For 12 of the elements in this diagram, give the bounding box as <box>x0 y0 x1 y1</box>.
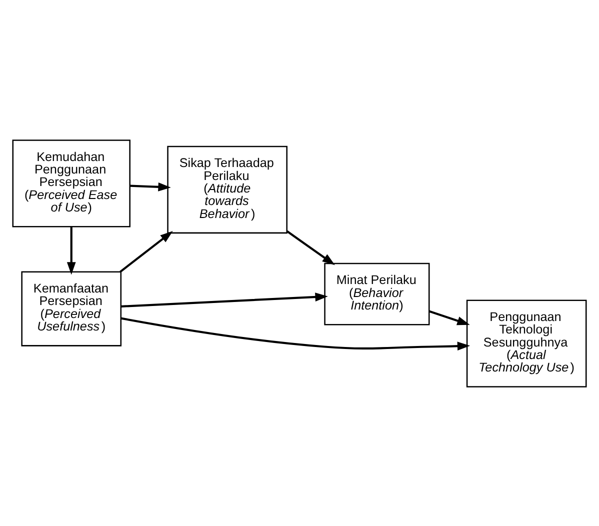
arrow <box>121 292 328 307</box>
arrow <box>120 230 173 272</box>
node-box: Kemanfaatan Persepsian (Perceived Usefulness) <box>21 270 122 346</box>
arrow <box>428 310 470 325</box>
arrow <box>130 182 171 191</box>
node-box: Sikap Terhaadap Perilaku (Attitude towards Behavior) <box>167 145 288 234</box>
node-box: Minat Perilaku (Behavior Intention) <box>324 262 430 325</box>
node-box: Penggunaan Teknologi Sesungguhnya (Actual Technology Use) <box>466 299 587 387</box>
arrow <box>286 230 335 265</box>
arrow <box>120 316 470 350</box>
arrow <box>66 226 76 274</box>
node-box: Kemudahan Penggunaan Persepsian (Perceived Ease of Use) <box>12 139 130 227</box>
